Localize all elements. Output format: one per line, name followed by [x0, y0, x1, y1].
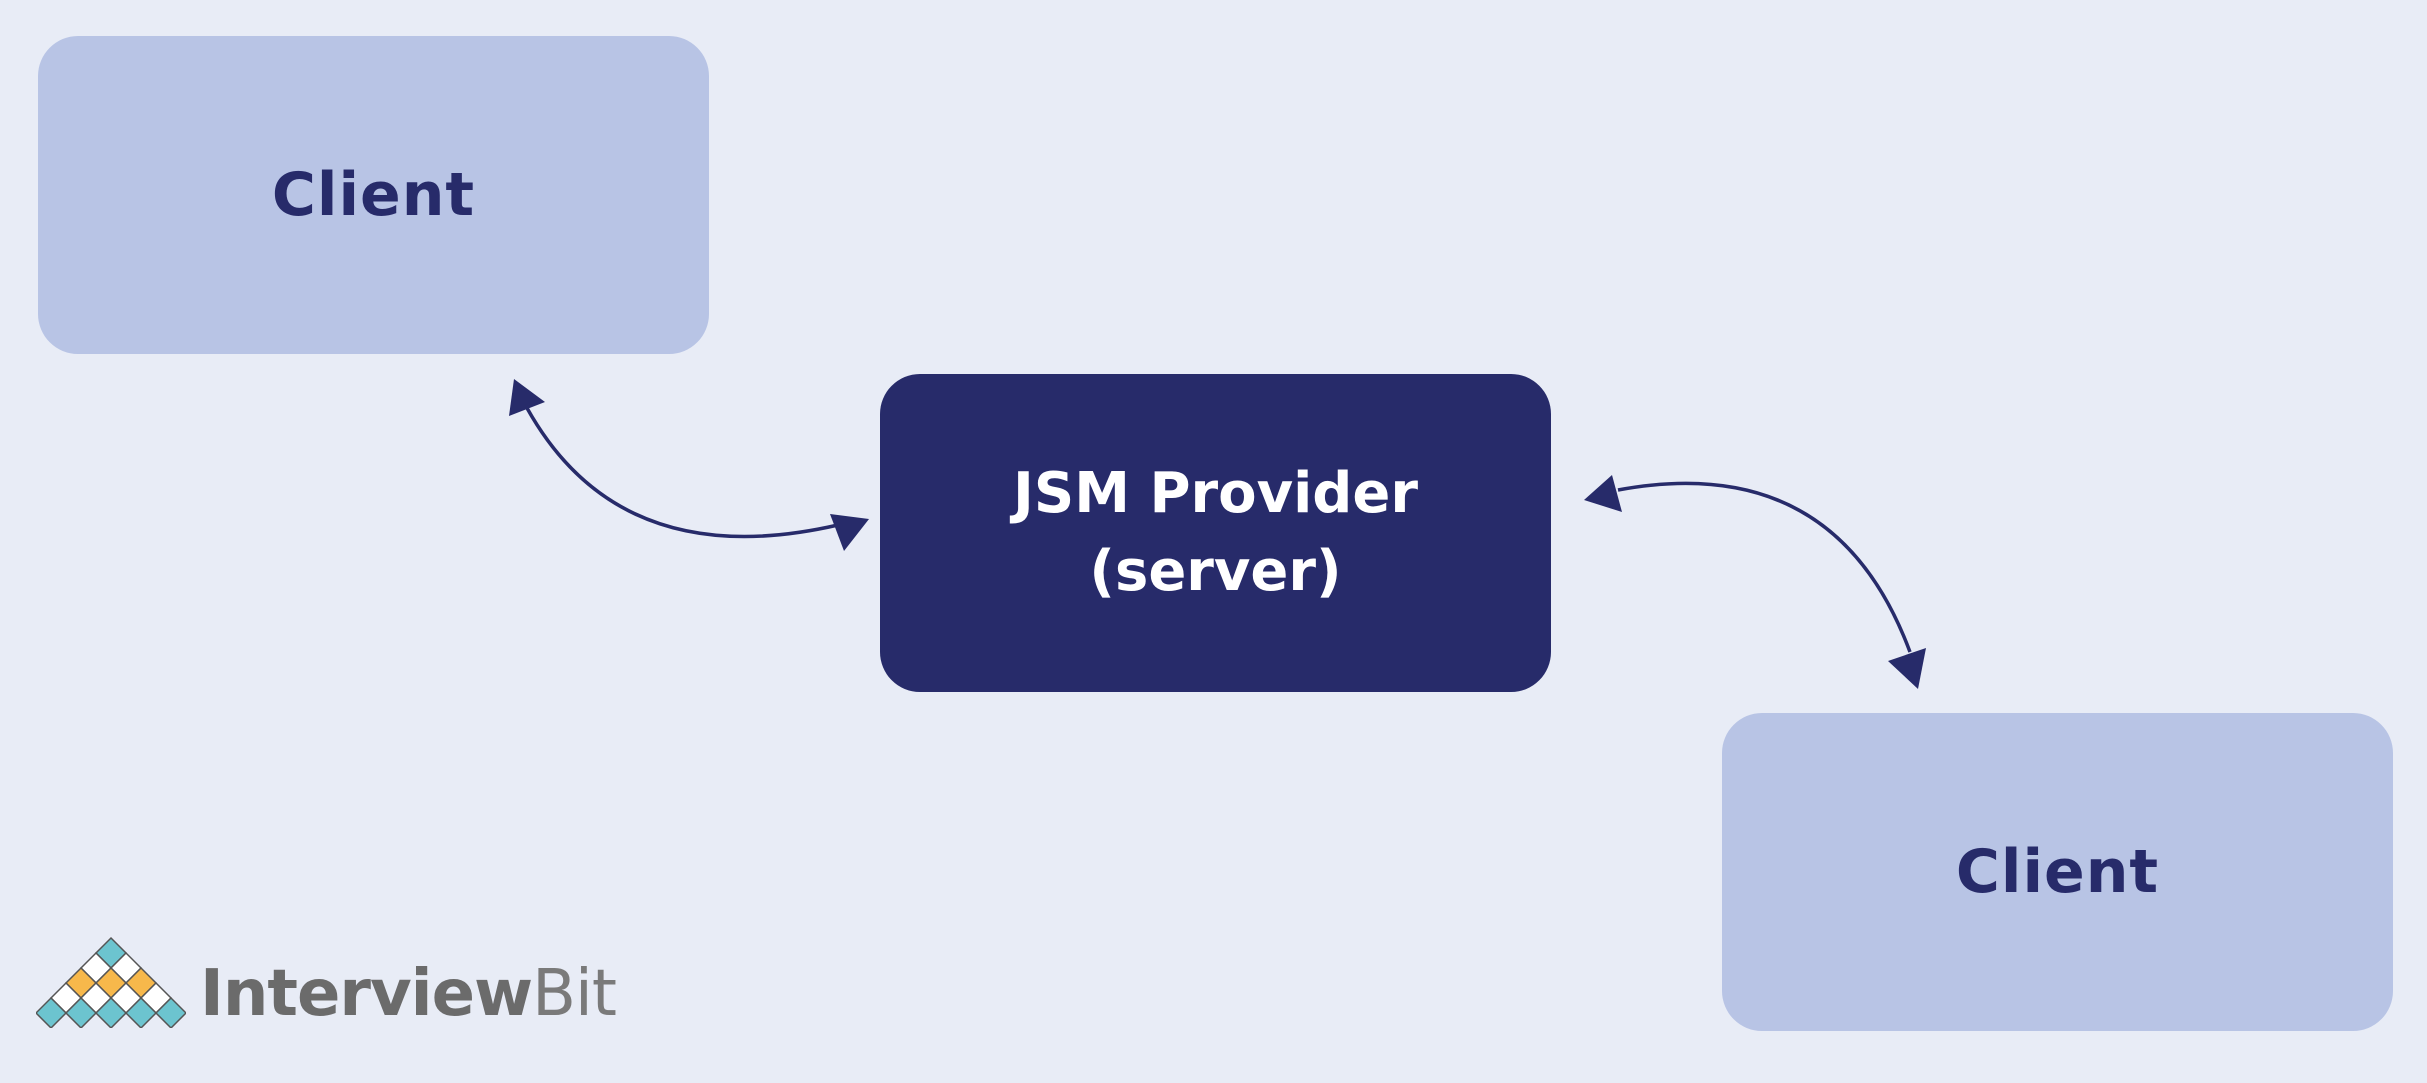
arrow-client-top-server	[509, 379, 869, 551]
diamond-pyramid-icon	[36, 936, 186, 1028]
arrow-head-client-bottom	[1888, 648, 1926, 689]
logo-wordmark: InterviewBit	[200, 962, 617, 1026]
arrow-curve-right	[1617, 481, 1912, 653]
client-node-bottom: Client	[1722, 713, 2393, 1031]
client-node-top: Client	[38, 36, 709, 354]
arrow-curve-left	[525, 407, 839, 539]
arrow-head-server-left	[830, 514, 869, 551]
client-top-label: Client	[271, 160, 476, 230]
logo-text-light: Bit	[532, 957, 617, 1031]
server-label-line2: (server)	[1089, 539, 1342, 604]
arrow-head-client-top	[509, 379, 545, 416]
arrow-server-client-bottom	[1584, 475, 1926, 689]
arrow-head-server-right	[1584, 475, 1622, 512]
logo-text-bold: Interview	[200, 957, 533, 1031]
client-bottom-label: Client	[1955, 837, 2160, 907]
interviewbit-logo: InterviewBit	[36, 936, 617, 1028]
server-label-line1: JSM Provider	[1013, 461, 1418, 526]
server-node: JSM Provider (server)	[880, 374, 1551, 692]
